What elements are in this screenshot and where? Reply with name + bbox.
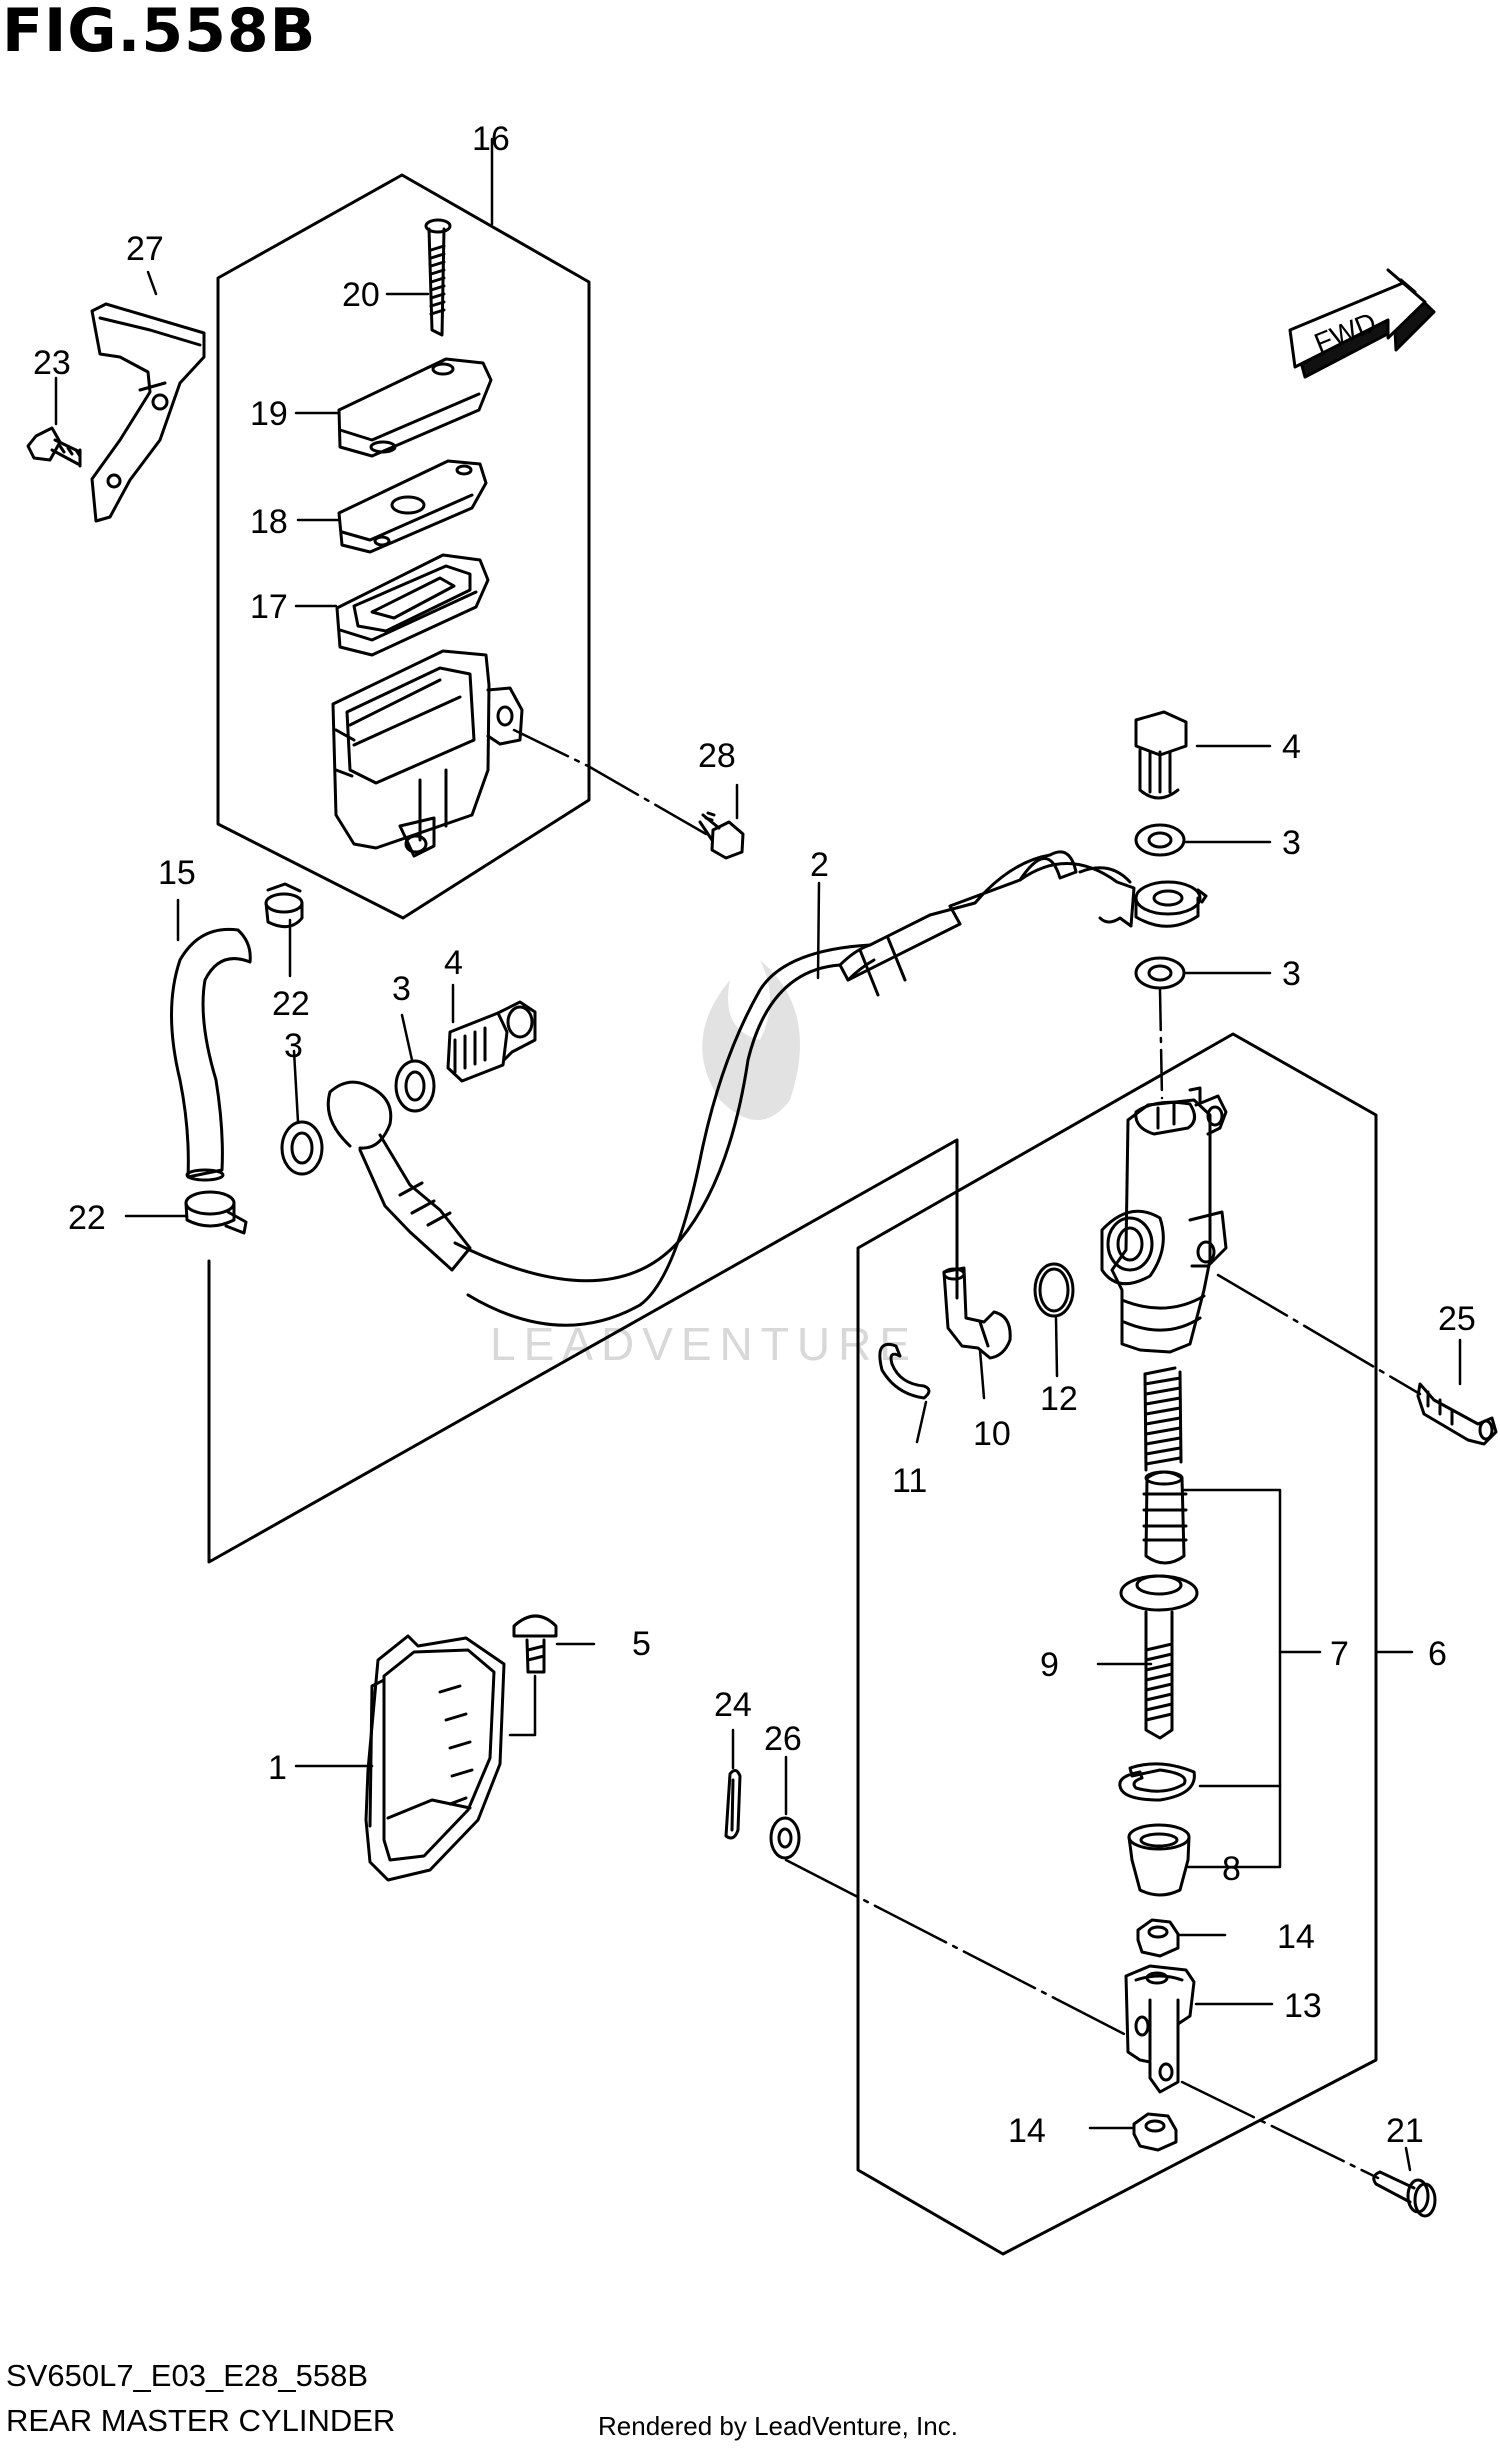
watermark-text: LEADVENTURE [490,1318,918,1370]
hose-clamp-22-upper [264,882,304,929]
callout-labels: 16 27 20 23 19 18 17 4 28 3 2 15 4 3 3 2… [33,120,1476,2150]
push-rod-9 [1119,1574,1199,1740]
rendered-by-credit: Rendered by LeadVenture, Inc. [598,2411,958,2441]
callout-3-left-lower: 3 [284,1027,303,1065]
washer-3-right-lower [1134,956,1186,990]
diaphragm-plate-18 [337,459,488,554]
bracket-27 [90,302,206,523]
washer-3-left-lower [280,1120,324,1176]
callout-8: 8 [1222,1850,1241,1888]
leadventure-watermark: LEADVENTURE [490,960,918,1370]
callout-13: 13 [1284,1987,1322,2025]
fwd-arrow [1288,268,1436,379]
boot-8 [1127,1823,1191,1897]
callout-5: 5 [632,1625,651,1663]
washer-3-left-upper [394,1059,436,1113]
callout-4-left: 4 [444,944,463,982]
callout-9: 9 [1040,1646,1059,1684]
o-ring-12 [1033,1262,1075,1318]
hose-fitting-10 [942,1266,1012,1360]
hose-routing-bracket [207,1138,959,1564]
callout-28: 28 [698,737,736,775]
clevis-13 [1124,1964,1196,2094]
washer-3-right-upper [1134,823,1186,857]
bolt-23 [26,426,82,468]
callout-10: 10 [973,1415,1011,1453]
callout-4-right: 4 [1282,728,1301,766]
bolt-28 [698,811,745,860]
callout-15: 15 [158,854,196,892]
callout-27: 27 [126,230,164,268]
reservoir-body [331,649,524,858]
return-spring [1143,1366,1183,1472]
assembly-box-16 [216,173,591,920]
cover-1 [364,1634,506,1882]
callout-24: 24 [714,1686,752,1724]
callout-16: 16 [472,120,510,158]
clevis-pin-21 [1372,2170,1437,2218]
figure-name: REAR MASTER CYLINDER [6,2403,396,2438]
callout-26: 26 [764,1720,802,1758]
master-cylinder-body [1100,1086,1228,1354]
washer-26 [769,1816,801,1860]
figure-title: FIG.558B [2,0,317,66]
callout-12: 12 [1040,1380,1078,1418]
circlip-11 [878,1343,931,1400]
circlip [1118,1762,1196,1802]
callout-3-left-upper: 3 [392,970,411,1008]
screw-20 [424,218,452,337]
screw-5 [512,1614,558,1674]
callout-2: 2 [810,846,829,884]
assembly-box-6 [856,1032,1378,2256]
bolt-25 [1416,1382,1498,1446]
nut-14-upper [1136,1918,1180,1958]
hose-clamp-22-lower [184,1190,248,1235]
piston-assembly-7 [1142,1470,1188,1565]
callout-14-lower: 14 [1008,2112,1046,2150]
callout-22-upper: 22 [272,985,310,1023]
callout-23: 23 [33,344,71,382]
callout-3-right-lower: 3 [1282,955,1301,993]
callout-1: 1 [268,1749,287,1787]
callout-18: 18 [250,503,288,541]
callout-21: 21 [1386,2112,1424,2150]
callout-7: 7 [1330,1635,1349,1673]
banjo-bolt-4-left [446,1000,537,1083]
reservoir-cap-19 [337,357,493,458]
callout-11: 11 [892,1462,927,1500]
callout-25: 25 [1438,1300,1476,1338]
figure-code: SV650L7_E03_E28_558B [6,2358,368,2393]
callout-3-right-upper: 3 [1282,824,1301,862]
banjo-bolt-4-right [1134,710,1188,800]
callout-20: 20 [342,276,380,314]
callout-17: 17 [250,588,288,626]
reservoir-hose-15 [170,927,252,1182]
callout-22-lower: 22 [68,1199,106,1237]
brake-hose-2 [326,850,1208,1327]
callout-19: 19 [250,395,288,433]
nut-14-lower [1132,2112,1178,2152]
diaphragm-17 [335,553,490,657]
leader-lines [54,137,1462,2180]
callout-6: 6 [1428,1635,1447,1673]
callout-14-upper: 14 [1277,1918,1315,1956]
cotter-pin-24 [724,1769,742,1840]
